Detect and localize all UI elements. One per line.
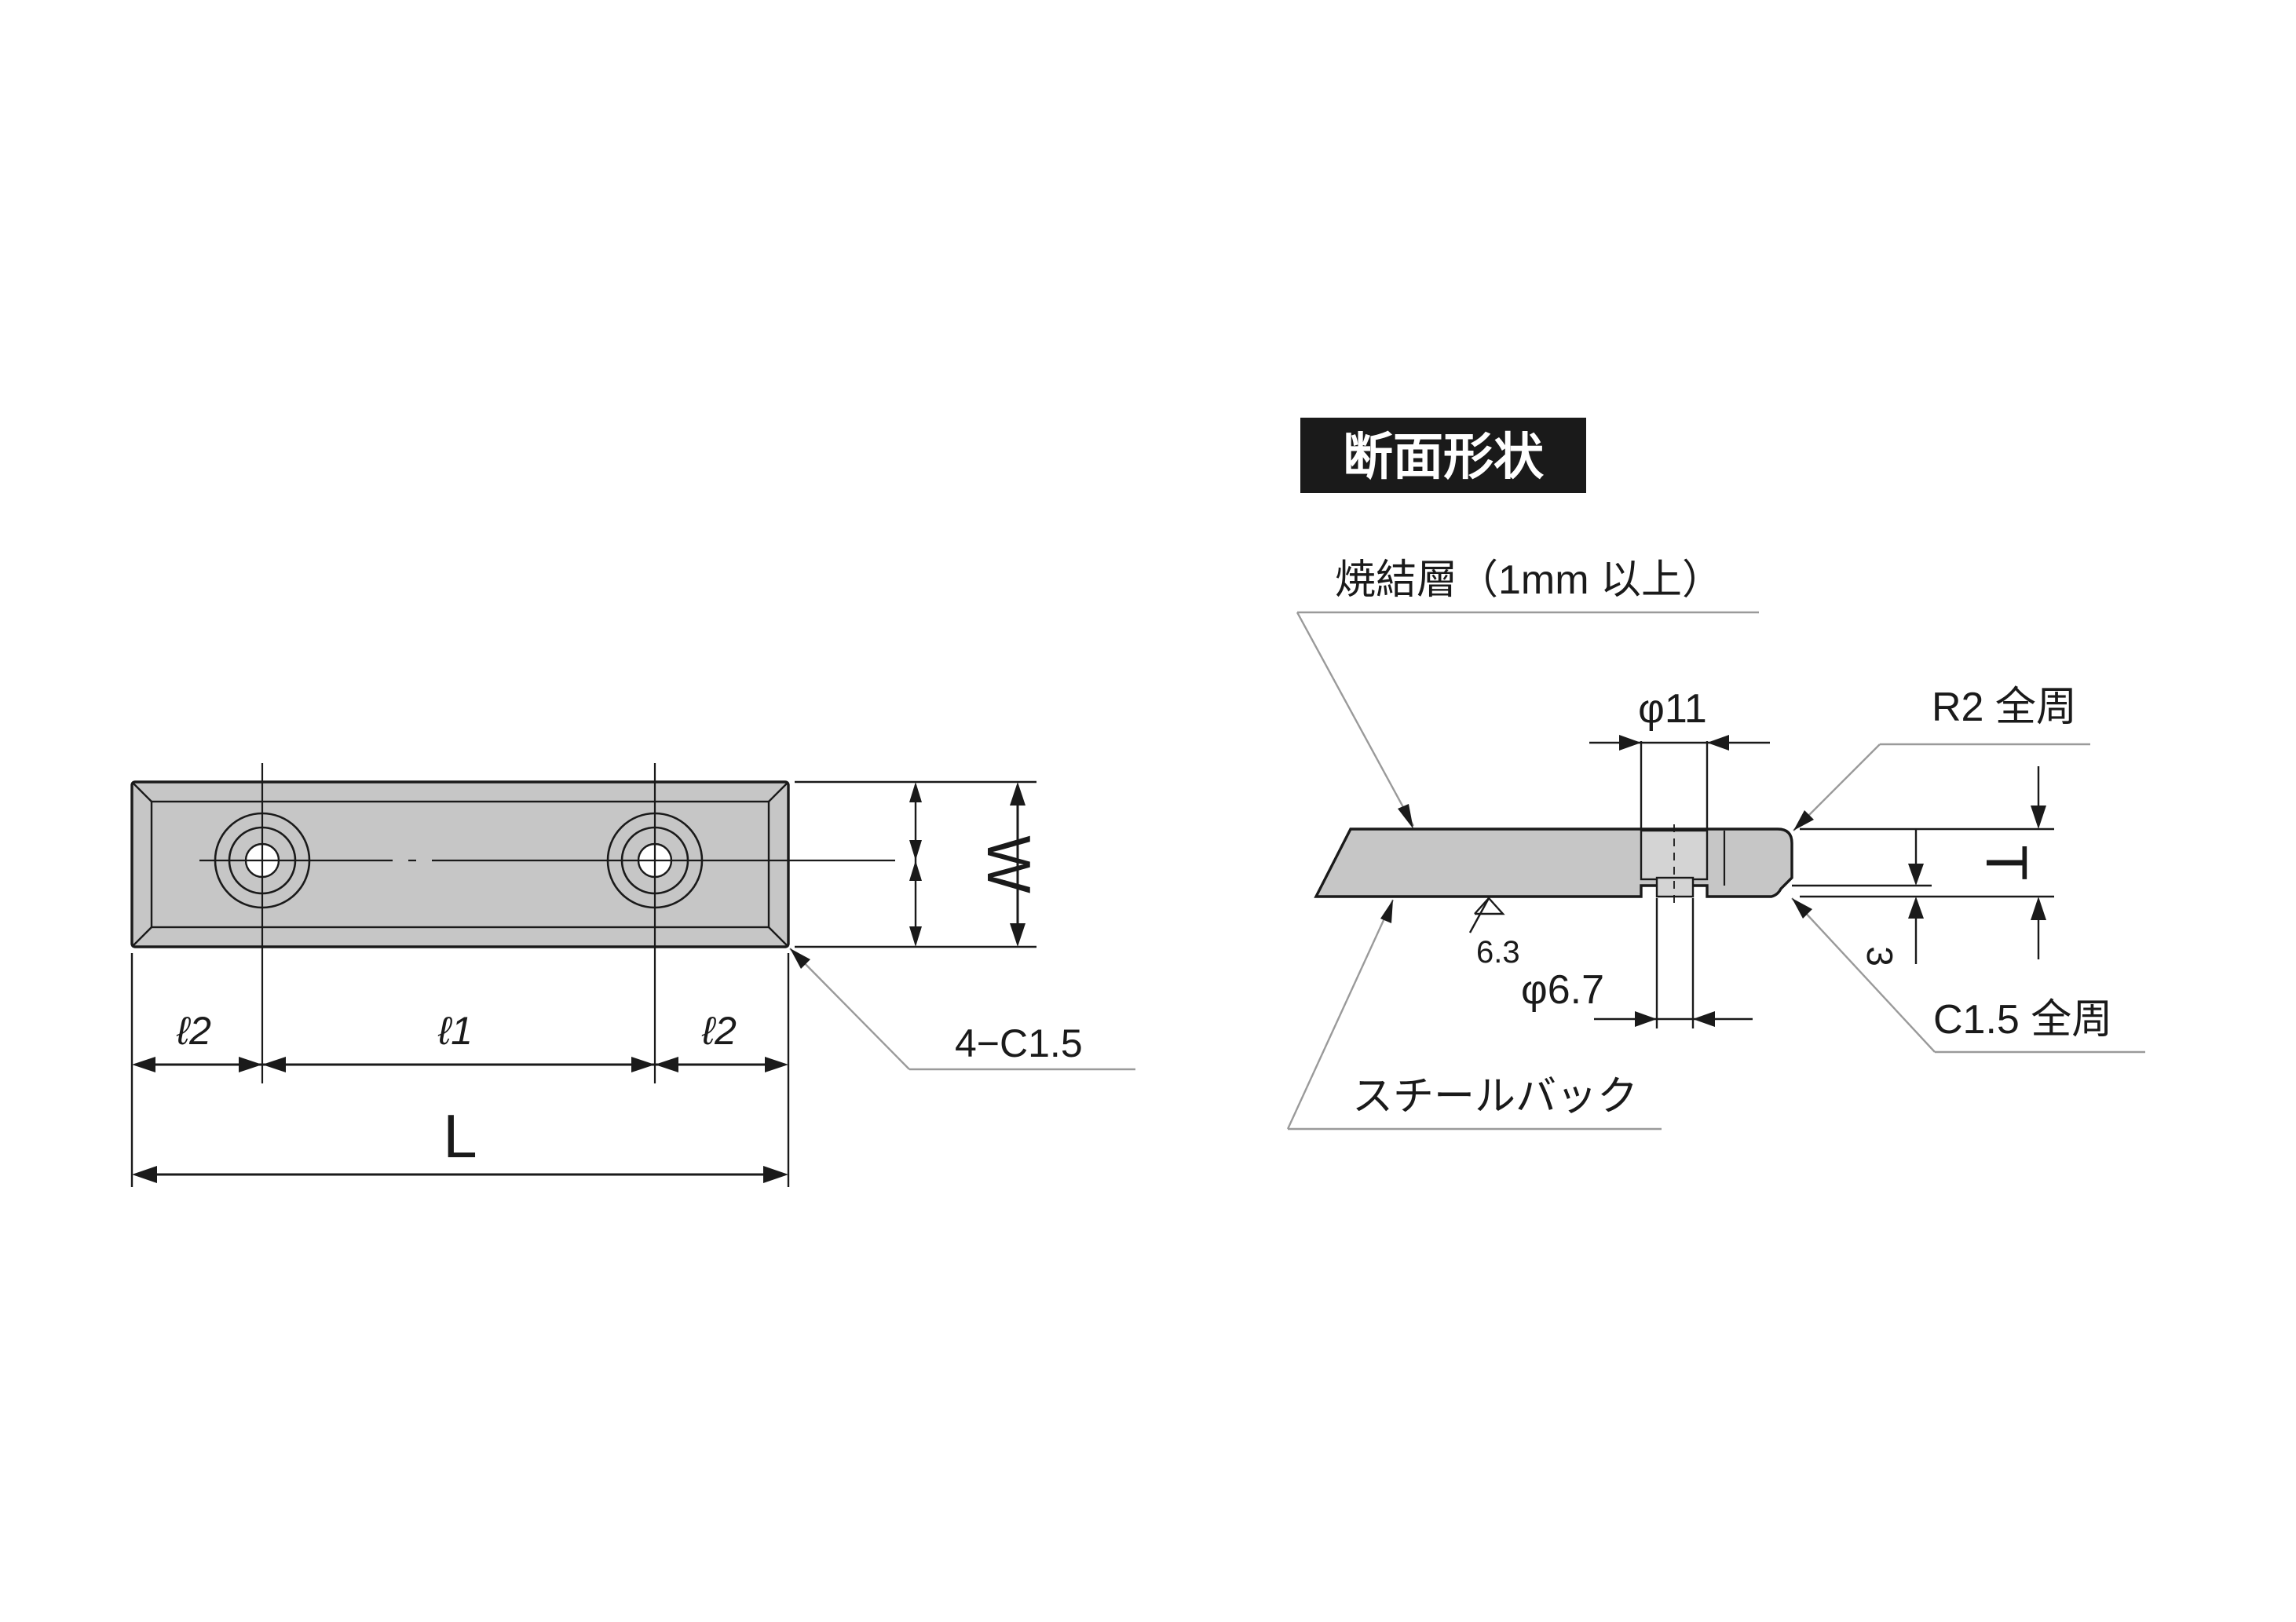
thickness-dimension: T	[1800, 766, 2054, 959]
section-view: 断面形状 焼結層（1mm 以上） φ11	[1286, 418, 2145, 1131]
hole-pitch-dimensions: ℓ2 ℓ1 ℓ2	[130, 953, 790, 1187]
chamfer-note: 4−C1.5	[955, 1021, 1083, 1065]
center-lines	[199, 763, 895, 1083]
hole-diameter-label: φ6.7	[1521, 967, 1604, 1013]
l2-right-label: ℓ2	[701, 1009, 737, 1053]
bore-diameter-label: φ11	[1638, 686, 1707, 732]
chamfer-all-leader: C1.5 全周	[1791, 897, 2145, 1054]
section-title: 断面形状	[1343, 429, 1545, 485]
through-hole	[1655, 876, 1695, 898]
plate-chamfer-inner	[150, 800, 770, 929]
layer-depth-dimension: 3	[1792, 829, 1932, 966]
sintered-layer-label: 焼結層（1mm 以上）	[1335, 557, 1723, 603]
l2-left-label: ℓ2	[176, 1009, 211, 1053]
layer-depth-label: 3	[1859, 946, 1900, 966]
length-dimension: L	[132, 1101, 788, 1183]
width-label: W	[974, 835, 1044, 893]
width-dimension: W	[795, 780, 1044, 948]
fillet-leader: R2 全周	[1793, 685, 2090, 831]
chamfer-leader: 4−C1.5	[789, 948, 1135, 1071]
thickness-label: T	[1974, 845, 2039, 880]
steel-back-leader: スチールバック	[1286, 899, 1662, 1131]
chamfer-all-note: C1.5 全周	[1933, 997, 2112, 1043]
hole-diameter-dimension: φ6.7	[1521, 898, 1753, 1028]
roughness-symbol: 6.3	[1468, 897, 1520, 970]
plate-outline	[130, 780, 790, 948]
sintered-layer-leader: 焼結層（1mm 以上）	[1296, 557, 1759, 829]
steel-back-label: スチールバック	[1352, 1074, 1638, 1120]
chamfer-corner-lines	[131, 781, 789, 948]
section-title-box	[1300, 418, 1586, 493]
plan-view: W ℓ2 ℓ1 ℓ2 L 4−C1	[130, 763, 1135, 1187]
roughness-label: 6.3	[1476, 935, 1520, 970]
length-label: L	[443, 1101, 477, 1171]
section-plate	[1314, 827, 1793, 898]
fillet-note: R2 全周	[1932, 685, 2077, 730]
l1-label: ℓ1	[437, 1009, 473, 1053]
bore-diameter-dimension: φ11	[1589, 686, 1770, 829]
